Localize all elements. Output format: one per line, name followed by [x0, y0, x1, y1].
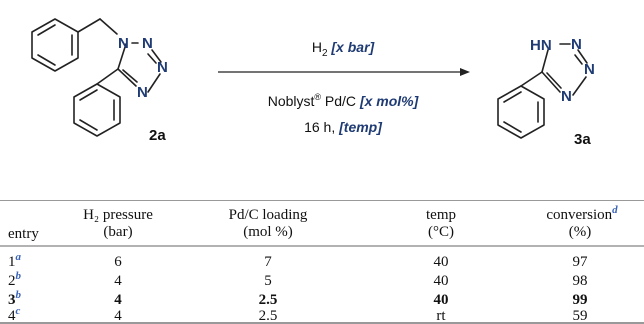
product-atom-n2: N — [571, 36, 582, 53]
header-pressure-line2: (bar) — [103, 224, 132, 240]
reactant-label: 2a — [149, 127, 166, 144]
reactant-atom-n2: N — [142, 35, 153, 52]
table-row: 1a 6 7 40 97 — [8, 251, 588, 270]
cell-conversion: 59 — [573, 308, 588, 324]
product-label: 3a — [574, 131, 591, 148]
reactant-structure — [31, 18, 162, 137]
cell-temp: 40 — [434, 292, 449, 308]
cell-entry: 3b — [8, 289, 22, 308]
cell-pressure: 4 — [114, 273, 122, 289]
cell-pressure: 4 — [114, 292, 122, 308]
cell-entry: 4c — [8, 305, 21, 324]
cell-entry: 1a — [8, 251, 22, 270]
cell-loading: 7 — [264, 254, 272, 270]
header-temp-line1: temp — [426, 207, 456, 223]
cell-temp: 40 — [434, 254, 449, 270]
header-conversion-line2: (%) — [569, 224, 592, 240]
table-row: 4c 4 2.5 rt 59 — [8, 305, 588, 324]
cell-conversion: 98 — [573, 273, 588, 289]
cell-temp: 40 — [434, 273, 449, 289]
header-loading-line1: Pd/C loading — [229, 207, 308, 223]
product-atom-n3: N — [584, 61, 595, 78]
condition-line-2: Noblyst® Pd/C [x mol%] — [268, 92, 420, 109]
header-conversion-line1: conversiond — [546, 204, 618, 223]
reactant-atom-n4: N — [137, 84, 148, 101]
optimization-table: entry H₂ pressure (bar) Pd/C loading (mo… — [0, 200, 644, 324]
cell-temp: rt — [436, 308, 446, 324]
reaction-arrow — [218, 68, 470, 76]
header-temp-line2: (°C) — [428, 224, 454, 240]
header-pressure-line1: H₂ pressure — [83, 207, 153, 223]
product-structure — [497, 43, 588, 139]
header-loading-line2: (mol %) — [243, 224, 293, 240]
product-atom-n4: N — [561, 88, 572, 105]
table-row: 2b 4 5 40 98 — [8, 270, 588, 289]
table-row-optimal: 3b 4 2.5 40 99 — [8, 289, 588, 308]
header-entry: entry — [8, 226, 39, 242]
condition-line-3: 16 h, [temp] — [304, 119, 383, 135]
cell-conversion: 97 — [573, 254, 589, 270]
cell-pressure: 4 — [114, 308, 122, 324]
reactant-atom-n1: N — [118, 35, 129, 52]
product-atom-hn: HN — [530, 37, 552, 54]
cell-pressure: 6 — [114, 254, 122, 270]
cell-entry: 2b — [8, 270, 22, 289]
cell-loading: 2.5 — [259, 292, 278, 308]
cell-loading: 5 — [264, 273, 272, 289]
condition-line-1: H2 [x bar] — [312, 39, 376, 59]
reactant-atom-n3: N — [157, 59, 168, 76]
cell-loading: 2.5 — [259, 308, 278, 324]
cell-conversion: 99 — [573, 292, 588, 308]
reaction-scheme: N N N N 2a H2 [x bar] Noblyst® Pd/C [x m… — [31, 18, 595, 148]
